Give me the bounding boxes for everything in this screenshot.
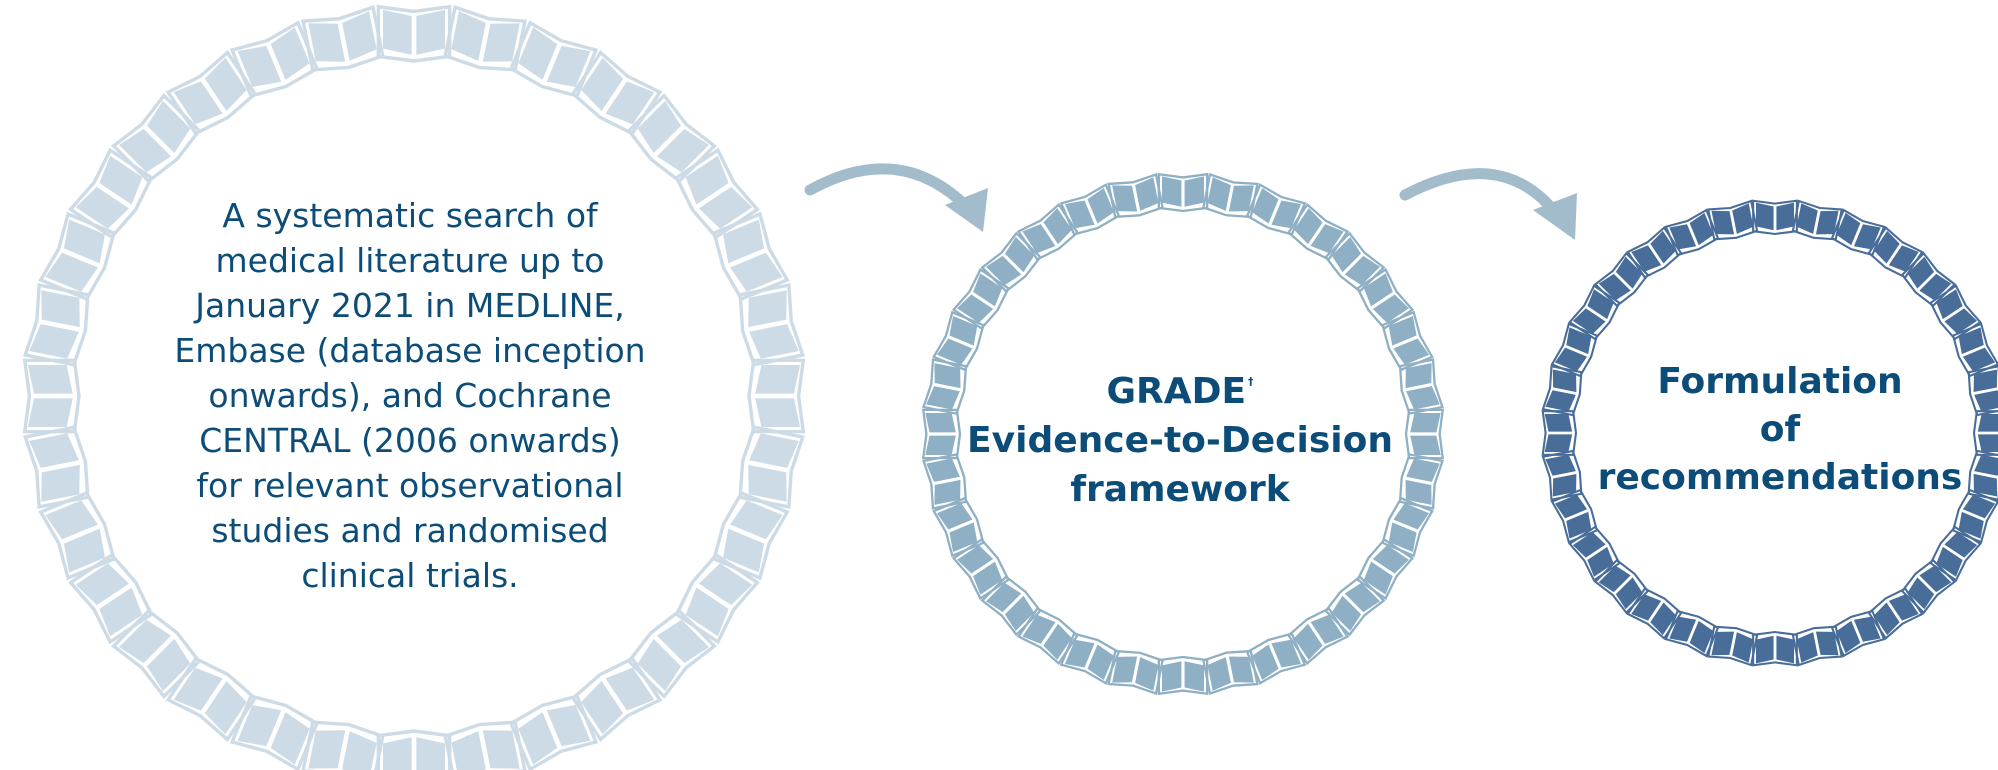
book-icon [1707, 625, 1759, 667]
book-icon [22, 358, 81, 434]
book-icon [1404, 408, 1445, 460]
book-icon [1752, 199, 1798, 236]
step1-line: CENTRAL (2006 onwards) [199, 420, 621, 460]
book-icon [1830, 609, 1886, 658]
book-icon [376, 729, 452, 770]
book-icon [1664, 208, 1720, 257]
book-icon [1157, 655, 1209, 696]
book-icon [1202, 649, 1259, 695]
book-ring-grade-framework [921, 172, 1445, 696]
step1-line: for relevant observational [196, 465, 624, 505]
step1-line: studies and randomised [211, 510, 609, 550]
book-icon [1107, 173, 1164, 219]
arrow-step2-to-step3-head [1533, 193, 1577, 240]
book-icon [1830, 208, 1886, 257]
book-icon [738, 425, 806, 509]
book-icon [1157, 172, 1209, 213]
step1-line: January 2021 in MEDLINE, [195, 285, 625, 325]
step1-line: medical literature up to [215, 240, 605, 280]
grade-title: GRADE† [1106, 357, 1253, 416]
step3-line: Formulation [1657, 361, 1903, 402]
step-grade-framework-text: GRADE† Evidence-to-Decision framework [960, 360, 1400, 510]
step2-line: framework [1070, 468, 1290, 510]
book-icon [301, 5, 385, 72]
book-icon [1791, 199, 1843, 241]
book-icon [1059, 183, 1121, 236]
dagger-footnote-mark: † [1248, 374, 1254, 388]
book-icon [747, 358, 806, 434]
step1-line: Embase (database inception [174, 330, 646, 370]
book-icon [932, 310, 985, 372]
step-literature-search-text: A systematic search of medical literatur… [140, 190, 680, 600]
book-icon [1398, 453, 1444, 510]
book-icon [1707, 199, 1759, 241]
book-icon [229, 694, 320, 770]
step-recommendations-text: Formulation of recommendations [1560, 355, 1998, 505]
book-icon [23, 425, 90, 509]
book-icon [1541, 410, 1578, 456]
book-icon [1107, 649, 1164, 695]
step3-line: of [1759, 409, 1801, 450]
book-icon [376, 4, 452, 63]
step1-line: A systematic search of [222, 195, 598, 235]
arrow-step1-to-step2-head [945, 188, 988, 232]
book-icon [1752, 630, 1798, 667]
step2-line: Evidence-to-Decision [967, 419, 1393, 461]
book-icon [712, 490, 790, 581]
book-icon [1951, 488, 1998, 544]
step3-line: recommendations [1597, 457, 1963, 498]
book-icon [443, 4, 527, 72]
book-icon [1951, 322, 1998, 378]
arrow-step2-to-step3 [1399, 168, 1561, 218]
book-icon [508, 20, 599, 98]
arrow-step1-to-step2 [804, 163, 974, 214]
book-ring-literature-search [22, 4, 806, 770]
book-icon [22, 283, 90, 367]
book-icon [1245, 632, 1307, 685]
book-ring-recommendations [1541, 199, 1998, 667]
book-icon [921, 408, 962, 460]
book-icon [1381, 310, 1434, 372]
book-icon [1791, 625, 1843, 667]
book-icon [712, 211, 790, 302]
step1-line: clinical trials. [301, 555, 519, 595]
book-icon [508, 694, 599, 770]
book-icon [922, 358, 968, 415]
grade-title-text: GRADE [1106, 370, 1247, 412]
step1-line: onwards), and Cochrane [208, 375, 612, 415]
